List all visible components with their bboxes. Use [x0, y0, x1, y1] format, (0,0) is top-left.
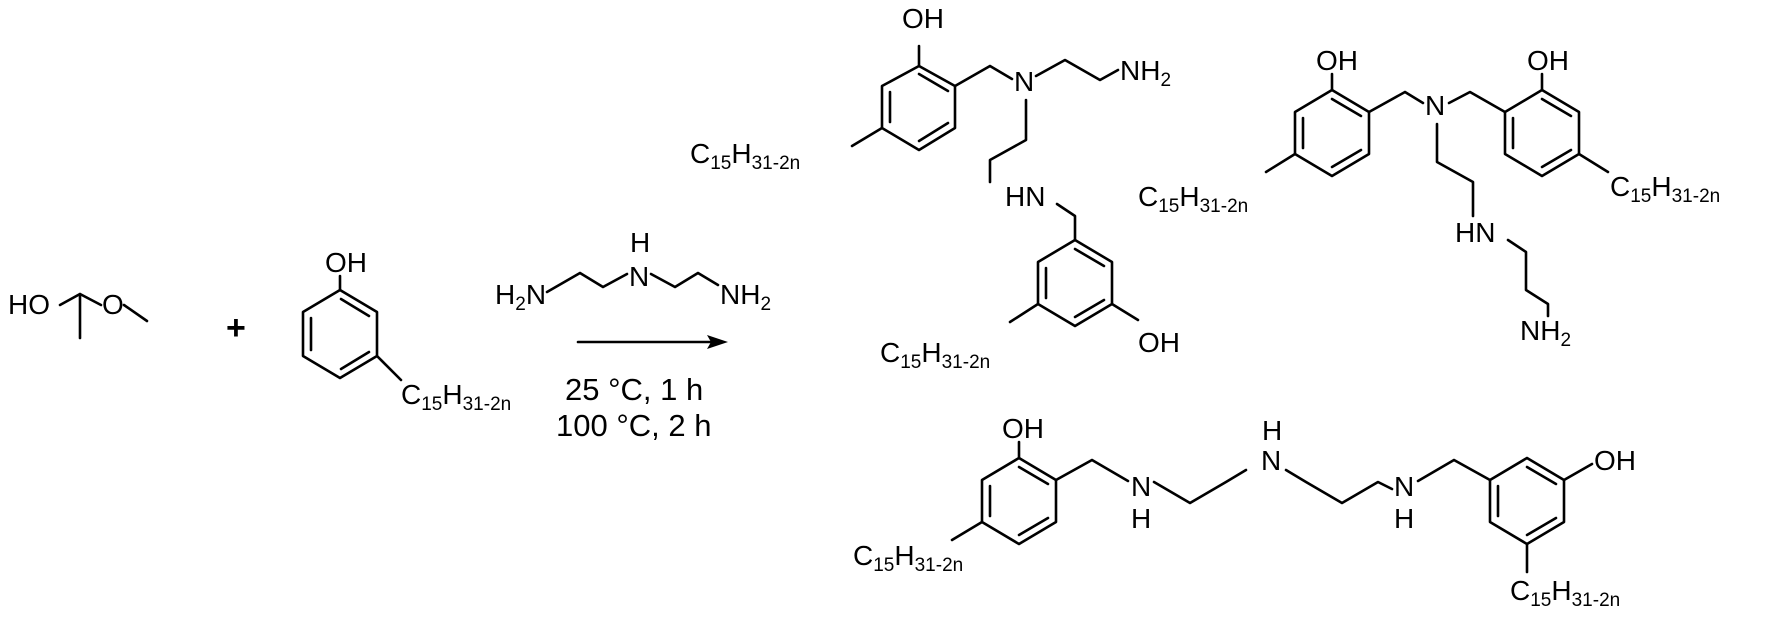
alkyl-chain-label: C15H31-2n [853, 540, 963, 576]
nh-hydrogen-label: H [1394, 503, 1414, 534]
reagent-hemiacetal: HO O [8, 289, 149, 340]
alkyl-chain-label: C15H31-2n [401, 379, 511, 415]
secondary-amine-label: N [1394, 471, 1414, 502]
secondary-amine-label: HN [1005, 181, 1045, 212]
plus-sign: + [226, 309, 246, 347]
secondary-amine-label: HN [1455, 217, 1495, 248]
hydroxyl-label: OH [1316, 45, 1358, 76]
hydroxyl-label: HO [8, 289, 50, 320]
alkyl-chain-label: C15H31-2n [880, 337, 990, 373]
alkyl-chain-label: C15H31-2n [1510, 575, 1620, 611]
condition-step-1: 25 °C, 1 h [565, 372, 703, 407]
product-c: OH C15H31-2n N H H N N H OH C15H31-2n [853, 413, 1636, 611]
condition-step-2: 100 °C, 2 h [556, 408, 711, 443]
secondary-amine-label: N [1131, 471, 1151, 502]
hydroxyl-label: OH [1138, 327, 1180, 358]
amine-nh2-label: NH2 [1520, 315, 1571, 351]
nh-hydrogen-label: H [1262, 415, 1282, 446]
alkyl-chain-label: C15H31-2n [1610, 171, 1720, 207]
alkyl-chain-label: C15H31-2n [1138, 181, 1248, 217]
reagent-diethylenetriamine: H2N H N NH2 [495, 227, 771, 315]
amine-nh2-right-label: NH2 [720, 279, 771, 315]
tertiary-amine-label: N [1425, 90, 1445, 121]
hydroxyl-label: OH [1594, 445, 1636, 476]
hydroxyl-label: OH [1527, 45, 1569, 76]
product-b: OH C15H31-2n N OH C15H31-2n HN NH2 [1138, 45, 1720, 351]
ether-oxygen-label: O [102, 289, 124, 320]
reagent-cardanol: OH C15H31-2n [301, 247, 511, 415]
hydroxyl-label: OH [1002, 413, 1044, 444]
alkyl-chain-label: C15H31-2n [690, 138, 800, 174]
tertiary-amine-label: N [1014, 66, 1034, 97]
reaction-arrow [576, 335, 728, 349]
product-a: OH C15H31-2n N NH2 HN OH C15H31-2n [690, 3, 1180, 373]
nh-hydrogen-label: H [1131, 503, 1151, 534]
amine-nh-h-label: H [630, 227, 650, 258]
amine-nh2-left-label: H2N [495, 279, 546, 315]
amine-nh2-label: NH2 [1120, 55, 1171, 91]
amine-nh-label: N [629, 261, 649, 292]
hydroxyl-label: OH [902, 3, 944, 34]
secondary-amine-label: N [1261, 445, 1281, 476]
hydroxyl-label: OH [325, 247, 367, 278]
